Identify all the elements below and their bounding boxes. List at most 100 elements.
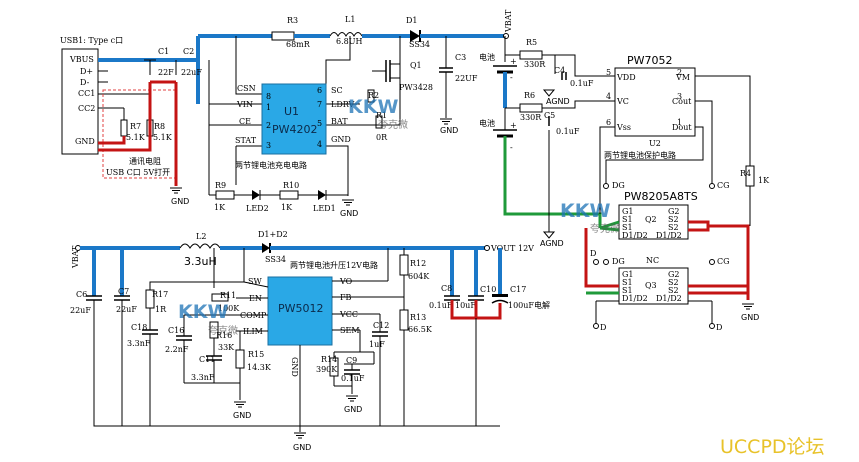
c5-ref: C5 — [544, 111, 555, 120]
u2-pin4-name: VC — [616, 97, 629, 106]
d12-value: SS34 — [265, 255, 286, 264]
led-gnd-label: GND — [340, 209, 358, 218]
l2-ref: L2 — [196, 232, 206, 241]
u1-model: PW4202 — [272, 123, 318, 136]
u1-pin2-name: CE — [239, 117, 251, 126]
usb-pin-cc2: CC2 — [78, 104, 95, 113]
watermark-sub: 夸克微 — [378, 118, 408, 131]
usb-pin-dplus: D+ — [80, 67, 93, 76]
u1-pin7-num: 7 — [317, 100, 322, 109]
d-left: D — [590, 249, 596, 258]
c4-ref: C4 — [554, 66, 565, 75]
led1-ref: LED1 — [313, 204, 336, 213]
u2-pin6-name: Vss — [616, 123, 631, 132]
c18-value: 3.3nF — [127, 339, 151, 348]
r1-ref: R1 — [376, 111, 387, 120]
battery-bottom-plus: + — [510, 121, 517, 130]
u1-pin4-name: GND — [331, 135, 351, 144]
usb-connector — [61, 48, 99, 155]
q3-pin-g1: G1 — [622, 270, 633, 279]
q3-pin-d12r: D1/D2 — [656, 294, 682, 303]
r6-value: 330R — [520, 113, 542, 122]
mosfet-gnd-label: GND — [741, 313, 759, 322]
u2-caption: 两节锂电池保护电路 — [604, 150, 676, 160]
c10-ref: C10 — [480, 285, 496, 294]
mosfet-section: PW8205A8TS G1 S1 S1 D1/D2 G2 S2 S2 D1/D2… — [584, 186, 759, 332]
c7-value: 22uF — [116, 305, 137, 314]
u2-ref: U2 — [649, 139, 661, 148]
r9-value: 1K — [214, 203, 226, 212]
watermark-logo: KKW — [348, 96, 398, 118]
c12-value: 1uF — [369, 340, 385, 349]
c17-value: 100uF电解 — [508, 300, 550, 310]
u1-pin3-name: STAT — [235, 136, 257, 145]
u1-pin8-name: CSN — [237, 84, 256, 93]
q2-pin-d12: D1/D2 — [622, 231, 648, 240]
l1-ref: L1 — [345, 15, 355, 24]
dg-top: DG — [612, 181, 625, 190]
r13-value: 66.5K — [408, 325, 433, 334]
c5-value: 0.1uF — [556, 127, 580, 136]
c16-value: 2.2nF — [165, 345, 189, 354]
u1-ref: U1 — [284, 105, 299, 118]
q2-pin-s2a: S2 — [668, 215, 679, 224]
r2-ref: R2 — [368, 91, 379, 100]
c10-value: 10uF — [455, 301, 476, 310]
u2-pin5-num: 5 — [606, 68, 611, 77]
r11-ref: R11 — [220, 291, 236, 300]
r8-ref: R8 — [154, 122, 165, 131]
pw5012-model: PW5012 — [278, 302, 324, 315]
c12-ref: C12 — [373, 321, 389, 330]
watermark-logo: KKW — [178, 301, 228, 323]
u1-chip — [261, 83, 327, 155]
u1-pin1-num: 1 — [266, 103, 271, 112]
comp-gnd-label: GND — [233, 411, 251, 420]
c1-ref: C1 — [158, 47, 169, 56]
c3-ref: C3 — [455, 53, 466, 62]
battery-top-minus: - — [510, 73, 513, 82]
agnd-bottom: AGND — [540, 239, 564, 248]
u1-pin7-name: LDRV — [331, 100, 354, 109]
watermark-sub: 夸克微 — [590, 222, 620, 235]
u2-pin3-name: Cout — [672, 97, 692, 106]
r11-value: 100K — [218, 304, 240, 313]
q3-pin-s2a: S2 — [668, 278, 679, 287]
usb-pin-cc1: CC1 — [78, 89, 95, 98]
u2-pin4-num: 4 — [606, 92, 611, 101]
q3-nc: NC — [646, 256, 659, 265]
r7-ref: R7 — [130, 122, 141, 131]
boost-caption: 两节锂电池升压12V电路 — [290, 260, 378, 270]
q2-box — [618, 204, 689, 240]
cg-top: CG — [717, 181, 730, 190]
r17-ref: R17 — [152, 290, 168, 299]
c6-value: 22uF — [70, 306, 91, 315]
l1-value: 6.8UH — [336, 37, 362, 46]
r3-ref: R3 — [287, 16, 298, 25]
r15-ref: R15 — [248, 350, 264, 359]
u1-pin8-num: 8 — [266, 92, 271, 101]
boost-vbat-label: VBAT — [71, 245, 80, 269]
charger-section: R3 68mR L1 6.8UH D1 SS34 C3 22UF GND VBA… — [208, 9, 513, 218]
r6-ref: R6 — [524, 91, 535, 100]
c2-ref: C2 — [183, 47, 194, 56]
dg-bottom: DG — [612, 257, 625, 266]
mosfet-source-wire — [584, 228, 619, 288]
watermark-protect: KKW 夸克微 — [560, 200, 620, 235]
q3-ref: Q3 — [645, 281, 657, 290]
c7-ref: C7 — [118, 287, 129, 296]
u1-pin2-num: 2 — [266, 121, 271, 130]
c8-ref: C8 — [441, 284, 452, 293]
q3-pin-d12: D1/D2 — [622, 294, 648, 303]
r10-value: 1K — [281, 203, 293, 212]
battery-top-plus: + — [510, 57, 517, 66]
battery-top-label: 电池 — [479, 52, 495, 62]
d1-value: SS34 — [409, 40, 430, 49]
r12-ref: R12 — [410, 259, 426, 268]
u2-pin1-name: Dout — [672, 123, 692, 132]
r5-value: 330R — [524, 60, 546, 69]
c3-gnd-label: GND — [440, 126, 458, 135]
q2-pin-g2: G2 — [668, 207, 679, 216]
vout-value: 12V — [518, 244, 534, 253]
r3-value: 68mR — [286, 40, 311, 49]
